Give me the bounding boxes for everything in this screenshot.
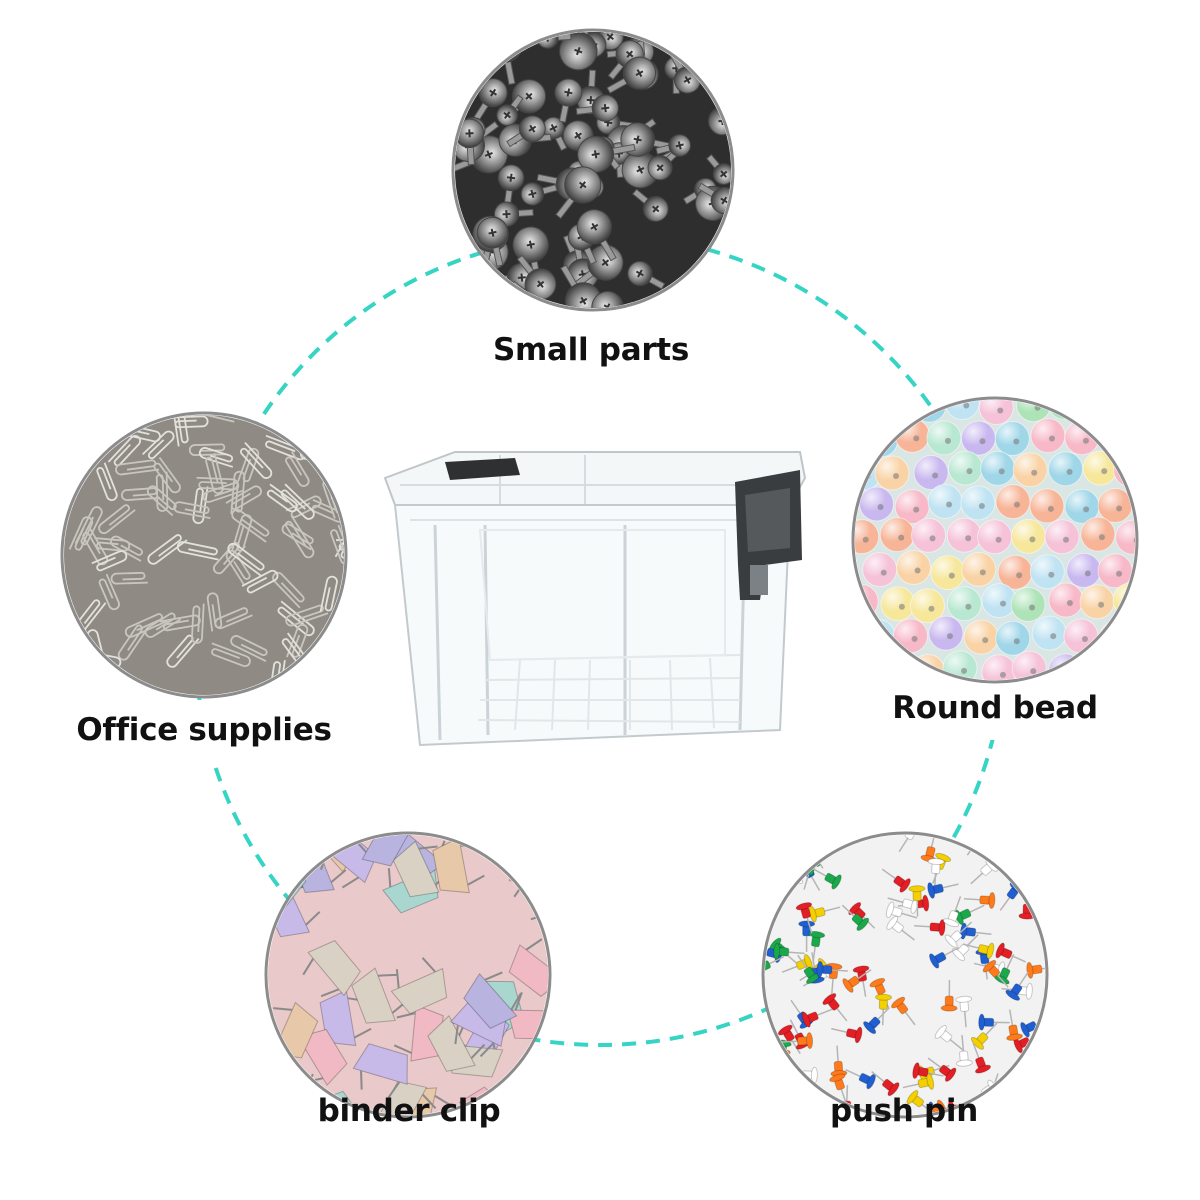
small-parts-image <box>451 28 735 312</box>
storage-box-image <box>383 451 807 747</box>
label-office-supplies: Office supplies <box>76 712 332 748</box>
label-small-parts: Small parts <box>493 332 689 368</box>
office-supplies-image <box>60 411 348 699</box>
label-push-pin: push pin <box>829 1093 979 1129</box>
binder-clip-image <box>264 831 552 1119</box>
push-pin-image <box>761 831 1049 1119</box>
label-binder-clip: binder clip <box>317 1093 501 1129</box>
label-round-bead: Round bead <box>892 690 1098 726</box>
